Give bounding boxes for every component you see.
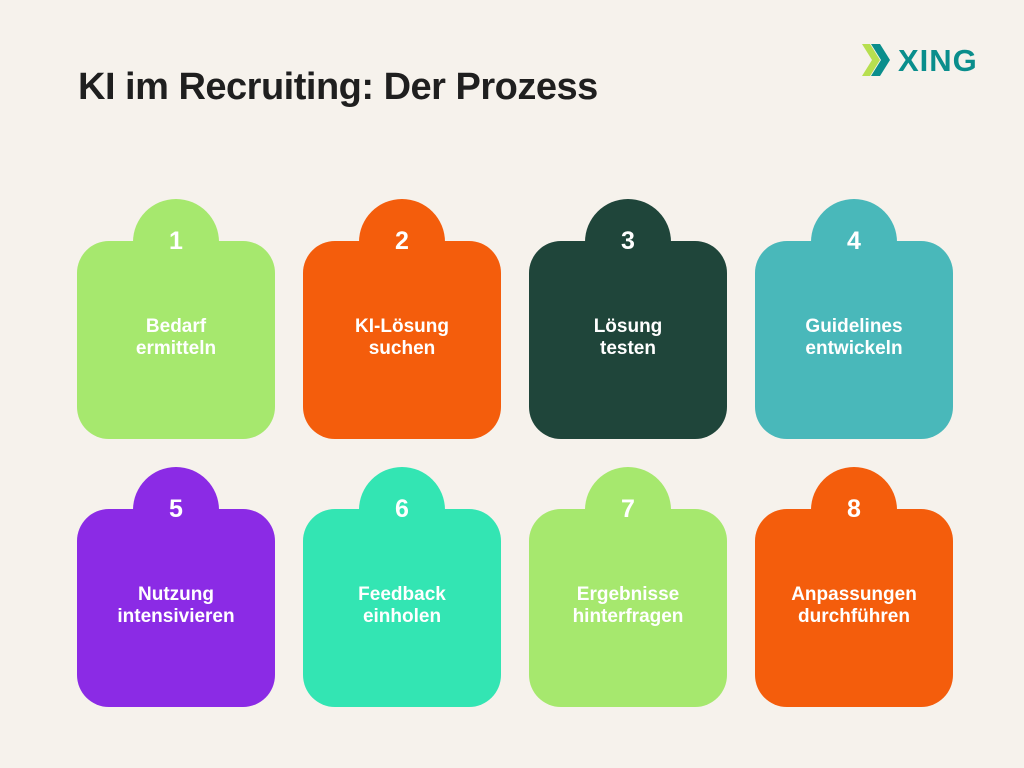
- step-number: 8: [847, 495, 861, 523]
- step-label-line-2: einholen: [362, 606, 442, 627]
- step-label-line-2: suchen: [368, 338, 436, 359]
- xing-mark-back-stroke: [862, 44, 880, 76]
- step-label-line-2: testen: [600, 338, 656, 359]
- step-card: [303, 241, 501, 439]
- step-card: [755, 241, 953, 439]
- step-label-line-2: durchführen: [798, 606, 910, 627]
- step-label-line-1: Ergebnisse: [576, 584, 680, 605]
- step-label-line-1: KI-Lösung: [355, 316, 449, 337]
- step-label-line-1: Anpassungen: [791, 584, 917, 605]
- step-number: 4: [847, 227, 861, 255]
- step-number: 7: [621, 495, 635, 523]
- step-label-line-1: Guidelines: [805, 316, 903, 337]
- step-label-line-1: Bedarf: [145, 316, 207, 337]
- step-label-line-2: hinterfragen: [572, 606, 684, 627]
- step-card: [77, 241, 275, 439]
- xing-logo: XING: [862, 41, 978, 79]
- step-number: 6: [395, 495, 409, 523]
- step-number: 2: [395, 227, 409, 255]
- page-title: KI im Recruiting: Der Prozess: [78, 66, 598, 108]
- step-label-line-1: Lösung: [593, 316, 663, 337]
- step-number: 1: [169, 227, 183, 255]
- step-card: [303, 509, 501, 707]
- step-card: [755, 509, 953, 707]
- step-label-line-1: Feedback: [358, 584, 446, 605]
- xing-logo-text: XING: [898, 42, 978, 78]
- step-card: [529, 509, 727, 707]
- xing-x-icon: [862, 44, 890, 76]
- step-card: [529, 241, 727, 439]
- step-label-line-2: ermitteln: [135, 338, 217, 359]
- step-label-line-1: Nutzung: [138, 584, 214, 605]
- step-label-line-2: entwickeln: [805, 338, 903, 359]
- step-label-line-2: intensivieren: [117, 606, 235, 627]
- step-number: 3: [621, 227, 635, 255]
- step-card: [77, 509, 275, 707]
- xing-mark-front-stroke: [871, 44, 890, 76]
- step-number: 5: [169, 495, 183, 523]
